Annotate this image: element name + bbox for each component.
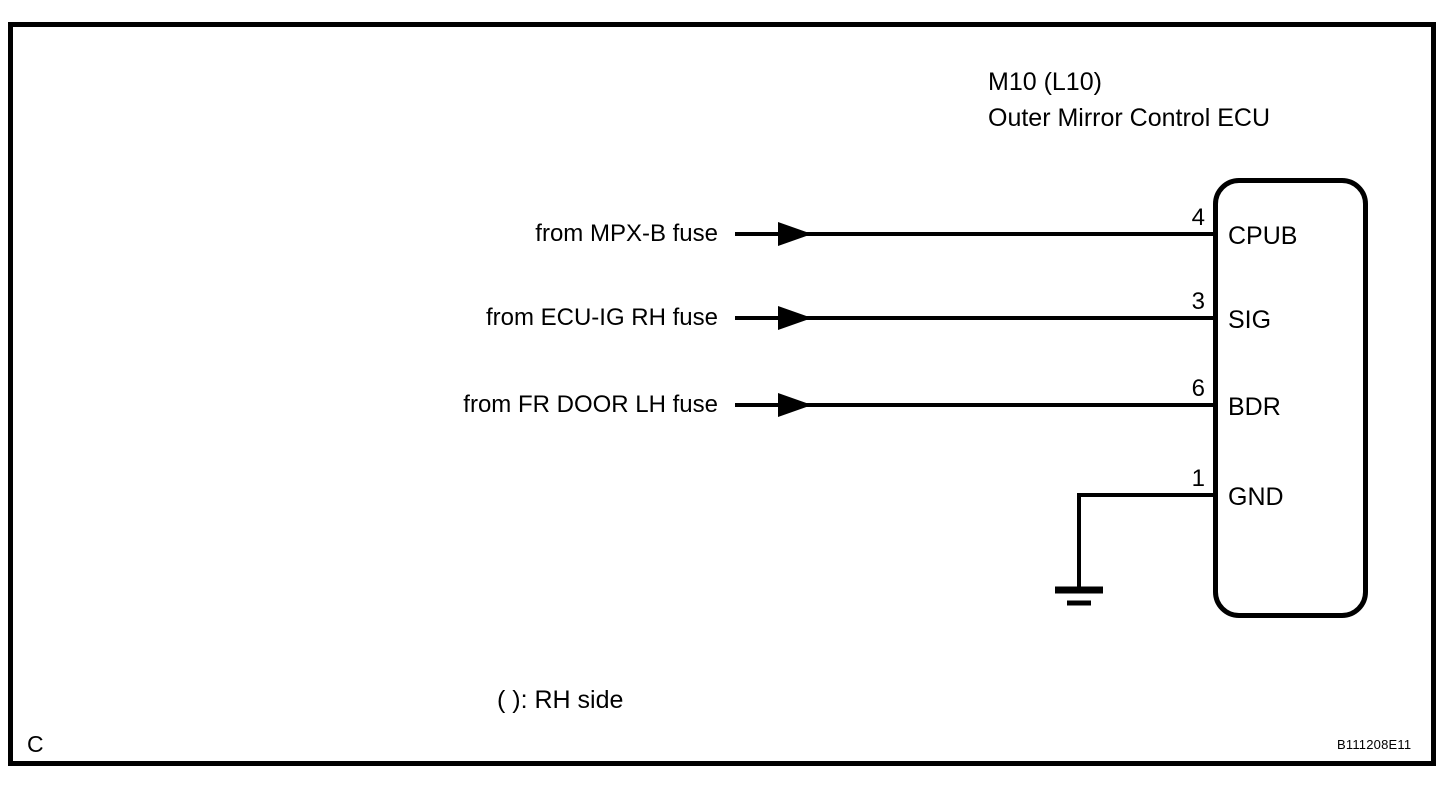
ecu-name: Outer Mirror Control ECU <box>988 104 1270 132</box>
pin-number-6: 6 <box>1191 375 1205 402</box>
ecu-connector-id: M10 (L10) <box>988 68 1102 96</box>
ecu-header: M10 (L10) Outer Mirror Control ECU <box>988 64 1270 136</box>
pin-label-gnd: GND <box>1228 483 1284 511</box>
source-label-fr-door-lh-fuse: from FR DOOR LH fuse <box>463 391 718 418</box>
pin-label-sig: SIG <box>1228 306 1272 334</box>
figure-code: B111208E11 <box>1337 737 1412 752</box>
source-label-mpx-b-fuse: from MPX-B fuse <box>535 220 718 247</box>
pin-number-1: 1 <box>1191 465 1205 492</box>
ecu-box <box>1213 178 1368 618</box>
pin-label-bdr: BDR <box>1228 393 1281 421</box>
diagram-frame <box>8 22 1436 766</box>
pin-number-4: 4 <box>1191 204 1205 231</box>
corner-mark: C <box>27 731 44 757</box>
source-label-ecu-ig-rh-fuse: from ECU-IG RH fuse <box>485 304 718 331</box>
note-rh-side: ( ): RH side <box>497 686 624 714</box>
pin-number-3: 3 <box>1191 288 1205 315</box>
pin-label-cpub: CPUB <box>1228 222 1298 250</box>
